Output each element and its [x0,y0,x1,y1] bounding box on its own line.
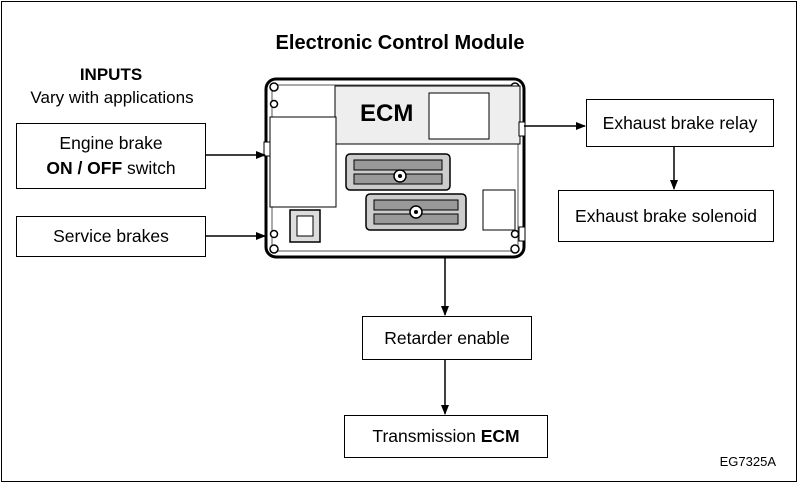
transmission-ecm-label: Transmission ECM [372,424,519,449]
small-connector-icon [289,209,321,243]
ecm-label: ECM [360,100,414,127]
switch-text: switch [122,158,176,178]
diagram-title: Electronic Control Module [275,32,525,54]
retarder-enable-label: Retarder enable [384,327,510,348]
transmission-ecm-box: Transmission ECM [344,415,548,458]
service-brakes-box: Service brakes [16,216,206,257]
engine-brake-line2: ON / OFF switch [46,156,175,181]
figure-code: EG7325A [719,454,776,469]
transmission-text: Transmission [372,426,481,446]
engine-brake-line1: Engine brake [59,133,163,153]
lower-connector-icon [365,193,467,231]
on-off-text: ON / OFF [46,158,123,178]
upper-connector-icon [345,153,451,191]
transmission-ecm-text: ECM [480,426,520,446]
retarder-enable-box: Retarder enable [362,316,532,360]
exhaust-brake-solenoid-box: Exhaust brake solenoid [558,190,774,242]
exhaust-brake-solenoid-label: Exhaust brake solenoid [575,205,757,226]
exhaust-brake-relay-label: Exhaust brake relay [602,112,758,133]
inputs-heading: INPUTS [79,65,143,84]
engine-brake-switch-box: Engine brake ON / OFF switch [16,123,206,189]
exhaust-brake-relay-box: Exhaust brake relay [586,99,774,147]
inputs-subheading: Vary with applications [30,88,194,107]
service-brakes-label: Service brakes [53,226,169,246]
ecm-module-illustration [263,77,526,259]
